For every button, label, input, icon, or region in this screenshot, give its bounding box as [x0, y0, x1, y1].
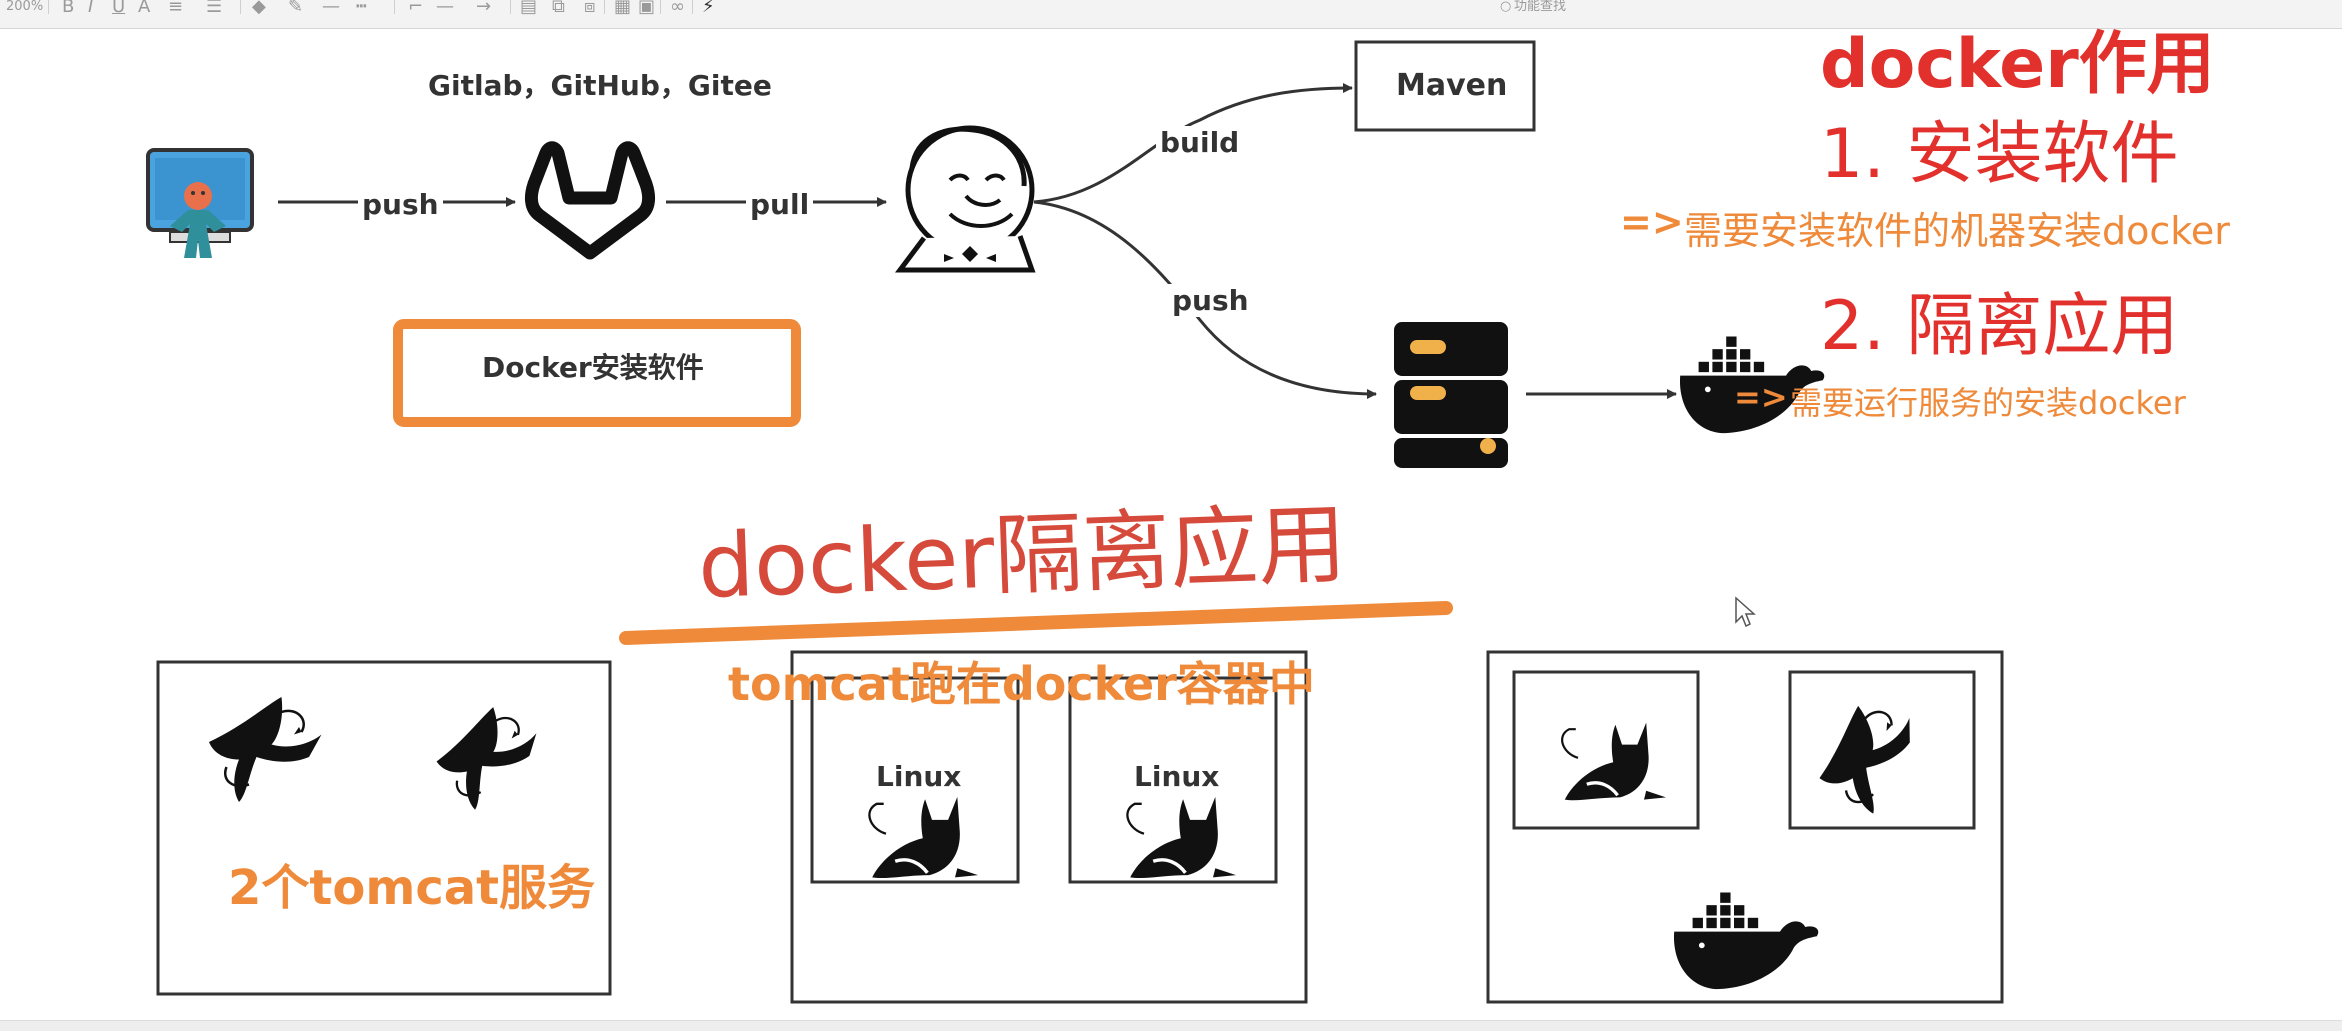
linux-vm-box	[810, 676, 1020, 884]
maven-box	[1354, 40, 1536, 132]
two-services-label: 2个tomcat服务	[228, 860, 596, 916]
tomcat-icon	[1796, 685, 1944, 830]
maven-label: Maven	[1396, 68, 1508, 103]
linux-label: Linux	[876, 760, 962, 793]
repos-label: Gitlab，GitHub，Gitee	[428, 69, 772, 102]
pull-label: pull	[746, 188, 814, 221]
push-to-server-label: push	[1168, 284, 1253, 317]
linux-vm-box	[1068, 676, 1278, 884]
notes-point-1: 1. 安装软件	[1820, 115, 2179, 194]
two-tomcat-box	[156, 660, 612, 996]
docker-install-box	[393, 319, 801, 427]
notes-point-1-arrow: =>	[1620, 200, 1684, 244]
notes-point-2: 2. 隔离应用	[1820, 287, 2179, 366]
table-icon[interactable]: ▦	[614, 0, 632, 17]
dash-style-icon[interactable]: ┅	[356, 0, 367, 17]
isolation-subheading: tomcat跑在docker容器中	[728, 657, 1315, 711]
search-icon[interactable]: ○	[1500, 0, 1512, 14]
fill-icon[interactable]: ◆	[252, 0, 266, 17]
toolbar-divider	[394, 0, 395, 14]
function-search-button[interactable]: 功能查找	[1514, 0, 1567, 14]
notes-point-1-detail: 需要安装软件的机器安装docker	[1684, 209, 2230, 253]
docker-host-box	[1486, 650, 2004, 1004]
editor-toolbar: 200% B I U A ≡ ☰ ◆ ✎ — ┅ ⌐ — → ▤ ⧉ ⧈ ▦ ▣…	[0, 0, 2342, 29]
notes-point-2-arrow: =>	[1734, 378, 1788, 416]
toolbar-divider	[510, 0, 511, 14]
heading-underline	[619, 601, 1453, 645]
tomcat-icon	[207, 695, 323, 804]
list-icon[interactable]: ☰	[206, 0, 223, 17]
tomcat-icon	[867, 795, 980, 880]
toolbar-divider	[604, 0, 605, 14]
tomcat-icon	[1125, 795, 1238, 880]
isolation-heading: docker隔离应用	[696, 492, 1348, 618]
build-label: build	[1156, 126, 1244, 159]
docker-container-box	[1512, 670, 1700, 830]
toolbar-divider	[692, 0, 693, 14]
tomcat-icon	[1560, 720, 1668, 802]
arrow-icon[interactable]: →	[476, 0, 492, 17]
arrange-icon[interactable]: ⧉	[552, 0, 565, 17]
push-to-server-arrow	[1033, 200, 1377, 399]
align-object-icon[interactable]: ▤	[520, 0, 538, 17]
build-arrow	[1033, 83, 1353, 204]
magic-wand-icon[interactable]: ⚡	[702, 0, 715, 17]
tomcat-icon	[426, 698, 551, 817]
notes-title: docker作用	[1820, 25, 2215, 104]
jenkins-icon	[895, 125, 1036, 273]
toolbar-divider	[660, 0, 661, 14]
font-color-icon[interactable]: A	[138, 0, 151, 17]
align-icon[interactable]: ≡	[168, 0, 184, 17]
underline-icon[interactable]: U	[112, 0, 126, 17]
line-style-icon[interactable]: —	[322, 0, 340, 17]
group-icon[interactable]: ▣	[638, 0, 656, 17]
docker-container-box	[1788, 670, 1976, 830]
vm-host-box	[790, 650, 1308, 1004]
notes-point-2-detail: 需要运行服务的安装docker	[1790, 384, 2186, 422]
docker-whale-icon	[1673, 892, 1819, 990]
zoom-select[interactable]: 200%	[6, 0, 44, 14]
gitlab-icon	[524, 141, 656, 260]
toolbar-divider	[240, 0, 241, 14]
cursor-icon	[1735, 596, 1756, 628]
bold-icon[interactable]: B	[62, 0, 75, 17]
link-icon[interactable]: ∞	[670, 0, 685, 17]
developer-computer-icon	[146, 148, 254, 258]
linux-label: Linux	[1134, 760, 1220, 793]
push-label: push	[358, 188, 443, 221]
toolbar-divider	[48, 0, 49, 14]
bottom-bar	[0, 1020, 2342, 1031]
line-icon[interactable]: —	[436, 0, 454, 17]
server-icon	[1394, 322, 1508, 468]
docker-install-label: Docker安装软件	[482, 351, 704, 384]
connector-icon[interactable]: ⌐	[408, 0, 424, 17]
layer-icon[interactable]: ⧈	[584, 0, 596, 17]
pen-icon[interactable]: ✎	[288, 0, 304, 17]
italic-icon[interactable]: I	[88, 0, 94, 17]
